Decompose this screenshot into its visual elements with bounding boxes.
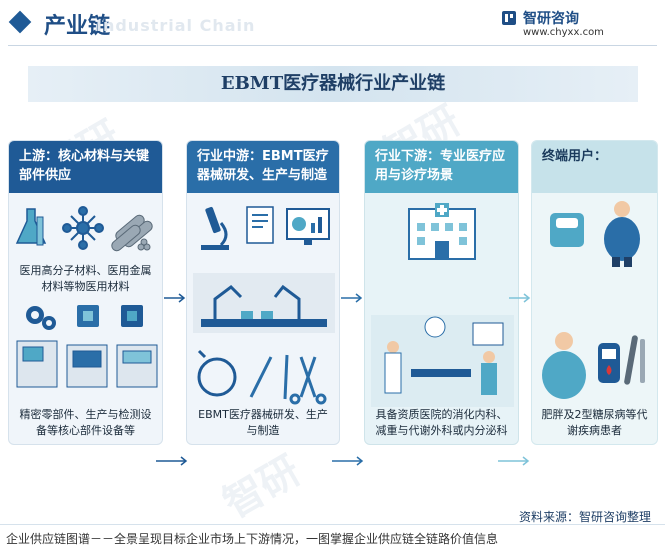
midstream-caption: EBMT医疗器械研发、生产与制造 <box>198 408 328 437</box>
flask-icon <box>15 208 47 246</box>
brand-url: www.chyxx.com <box>523 27 604 38</box>
footer-bar: 企业供应链图谱－－全景呈现目标企业市场上下游情况，一图掌握企业供应链全链路价值信… <box>0 524 665 550</box>
patient-scale-icons <box>550 201 640 267</box>
glucose-meter-icon <box>598 335 645 385</box>
header: 产业链 Industrial Chain 智研咨询 www.chyxx.com <box>0 0 665 48</box>
upstream-heading: 上游：核心材料与关键部件供应 <box>9 141 162 193</box>
upstream-column: 上游：核心材料与关键部件供应 医用高分子材料、医用金属材料等物医用材料 <box>8 140 163 445</box>
brand-logo-icon <box>502 11 516 25</box>
rnd-icons <box>201 206 330 250</box>
microscope-icon <box>201 206 229 250</box>
document-icon <box>246 206 274 244</box>
operating-room-icon <box>371 315 514 407</box>
header-watermark: Industrial Chain <box>96 16 256 35</box>
machine-icon <box>16 340 158 388</box>
arrow-right-icon <box>164 293 186 303</box>
midstream-heading: 行业中游：EBMT医疗器械研发、生产与制造 <box>187 141 339 193</box>
surgical-tools-icon <box>249 354 327 405</box>
materials-icons <box>15 206 153 252</box>
brand-name: 智研咨询 <box>523 11 579 27</box>
arrow-right-icon <box>341 293 363 303</box>
midstream-column: 行业中游：EBMT医疗器械研发、生产与制造 <box>186 140 340 445</box>
monitor-chart-icon <box>286 208 330 245</box>
molecule-icon <box>62 206 104 250</box>
equipment-icons <box>16 305 158 388</box>
diamond-icon <box>8 10 32 34</box>
end-user-caption: 肥胖及2型糖尿病等代谢疾病患者 <box>541 408 648 437</box>
header-divider <box>8 45 657 46</box>
diagram-banner: EBMT医疗器械行业产业链 <box>28 66 638 102</box>
downstream-caption: 具备资质医院的消化内科、减重与代谢外科或内分泌科 <box>375 408 508 437</box>
watermark: 智研 <box>215 447 309 528</box>
source-note: 资料来源：智研咨询整理 <box>518 510 651 524</box>
hospital-icon <box>408 203 476 260</box>
patient-diabetes-icons <box>542 332 645 399</box>
person-icon <box>604 201 640 267</box>
devices-icons <box>197 349 327 405</box>
arrow-right-icon <box>332 456 364 466</box>
end-user-column: 终端用户： 肥胖及 <box>531 140 658 445</box>
diagram-title: EBMT医疗器械行业产业链 <box>220 73 446 94</box>
footer-tagline: 企业供应链图谱－－全景呈现目标企业市场上下游情况，一图掌握企业供应链全链路价值信… <box>6 532 499 546</box>
endoscope-icon <box>197 349 237 397</box>
upstream-caption-equipment: 精密零部件、生产与检测设备等核心部件设备等 <box>19 408 152 437</box>
upstream-caption-materials: 医用高分子材料、医用金属材料等物医用材料 <box>19 264 152 293</box>
person-icon <box>542 332 586 399</box>
gear-icon <box>26 306 56 330</box>
pipes-icon <box>111 214 153 252</box>
chip-icon <box>77 305 143 327</box>
production-line-icon <box>193 273 335 333</box>
downstream-heading: 行业下游：专业医疗应用与诊疗场景 <box>365 141 518 193</box>
arrow-right-icon <box>498 456 530 466</box>
arrow-right-icon <box>509 293 531 303</box>
brand-logo: 智研咨询 www.chyxx.com <box>501 8 651 42</box>
robot-arm-icon <box>213 284 301 319</box>
scale-icon <box>550 213 584 247</box>
page-title: 产业链 <box>44 14 111 39</box>
end-user-heading: 终端用户： <box>532 141 657 193</box>
downstream-column: 行业下游：专业医疗应用与诊疗场景 具备资质医院的消化内科、减重与代谢外科或内分泌… <box>364 140 519 445</box>
arrow-right-icon <box>156 456 188 466</box>
